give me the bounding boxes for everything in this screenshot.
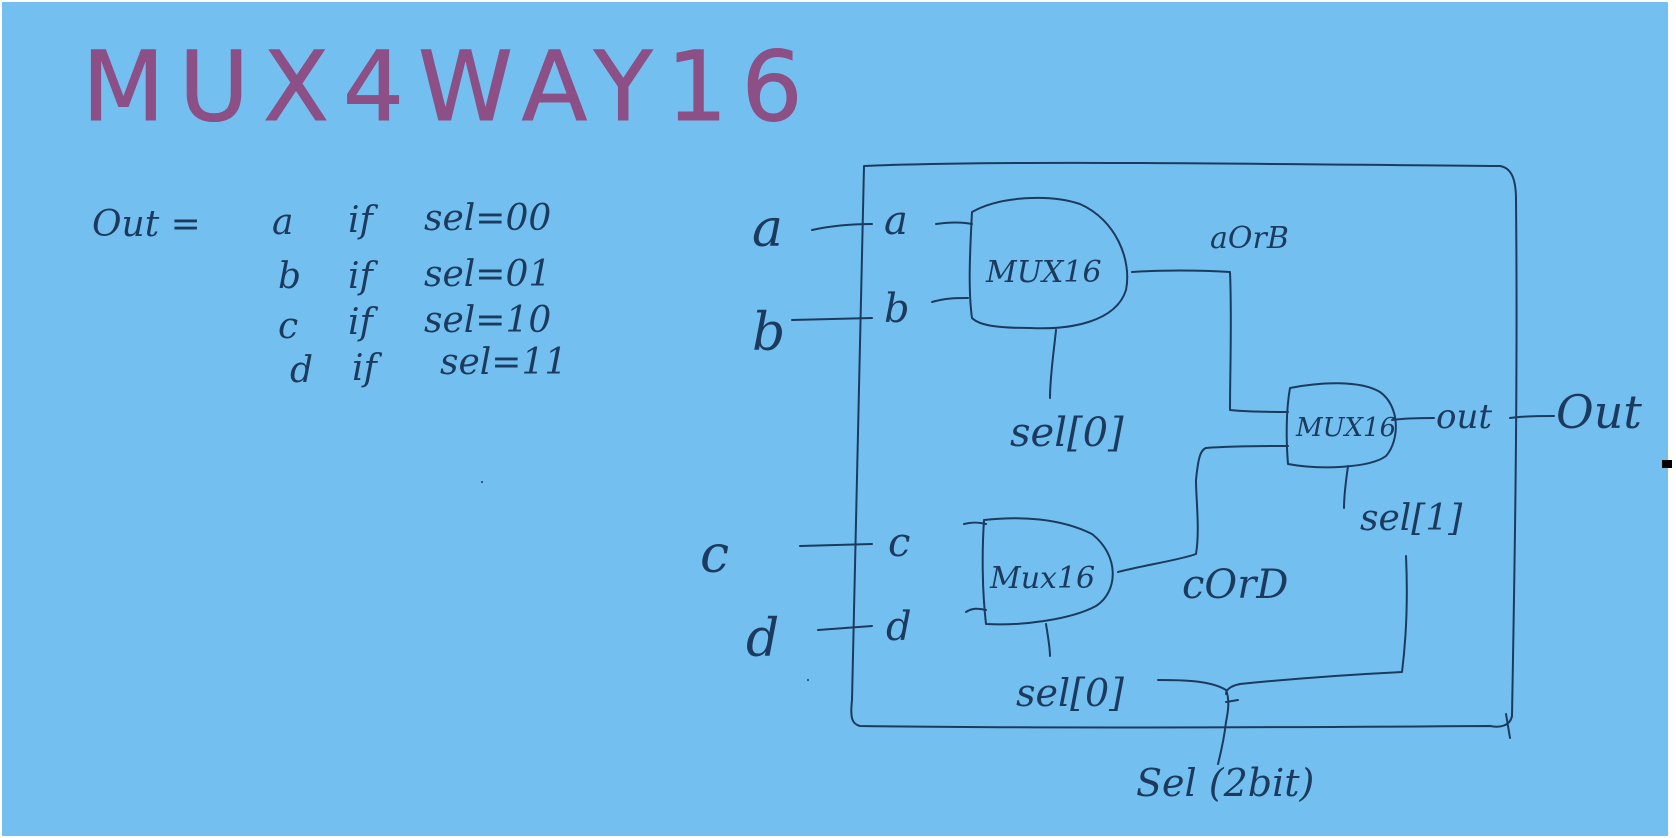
external-wire-c [799,543,873,547]
pin-wire-a [935,221,973,225]
wire-out-external [1509,415,1555,419]
pin-wire-b [931,297,969,303]
mux-bottom-sel-label: sel[0] [1016,671,1124,715]
out-external-label: Out [1556,385,1642,439]
mux-final-label: MUX16 [1295,413,1396,443]
mux-top-sel-label: sel[0] [1010,410,1124,456]
stray-dot [481,481,483,483]
mux-bottom-label: Mux16 [989,561,1095,596]
truth-table: Out = a if sel=00 b if sel=01 c if sel=1… [92,198,567,391]
external-wire-d [817,625,873,631]
truth-table-sel-b: sel=01 [424,254,551,295]
chip-boundary-tick [1505,713,1511,739]
mux-top-label: MUX16 [985,255,1102,290]
external-input-a: a [752,199,783,259]
wire-out [1391,417,1435,421]
stray-dot [807,679,809,681]
wire-cord [1117,445,1289,573]
external-input-c: c [700,525,729,585]
truth-table-input-a: a [272,202,293,243]
right-edge-strip [1668,0,1676,838]
external-input-d: d [746,609,779,669]
mux-final-sel-wire [1343,465,1349,509]
truth-table-lhs: Out = [92,204,201,245]
external-input-wires [791,223,873,631]
pin-a: a [884,198,908,244]
external-inputs: a b c d [700,199,785,669]
internal-pins: a b c d [884,198,912,650]
pin-c: c [888,520,910,566]
truth-table-input-c: c [278,306,298,347]
mux-bottom-shape [981,517,1114,626]
sel-bus-split [1157,679,1230,765]
mux-top-shape [968,196,1129,330]
sel-bus-wire [1225,555,1408,695]
truth-table-input-b: b [278,256,301,297]
wire-aorb [1131,269,1289,413]
sel-bus-tick [1225,699,1239,703]
external-wire-b [791,317,873,321]
wire-cord-label: cOrD [1182,562,1288,608]
edge-marker [1662,460,1672,468]
truth-table-sel-d: sel=11 [440,342,567,383]
truth-table-sel-a: sel=00 [424,198,551,239]
mux-final-sel-label: sel[1] [1360,498,1463,539]
wire-aorb-label: aOrB [1210,221,1289,256]
mux-bottom-sel-wire [1045,623,1051,657]
external-input-b: b [752,303,785,363]
mux-top-sel-wire [1049,329,1057,399]
page-title: MUX4WAY16 [82,31,817,143]
truth-table-input-d: d [290,350,313,391]
mux-final-shape [1285,382,1397,469]
out-internal-label: out [1436,397,1492,437]
truth-table-sel-c: sel=10 [424,300,551,341]
chip-boundary [850,161,1518,729]
external-wire-a [811,223,873,231]
pin-b: b [884,286,910,332]
sel-bus-label: Sel (2bit) [1136,761,1314,805]
pin-d: d [886,604,912,650]
